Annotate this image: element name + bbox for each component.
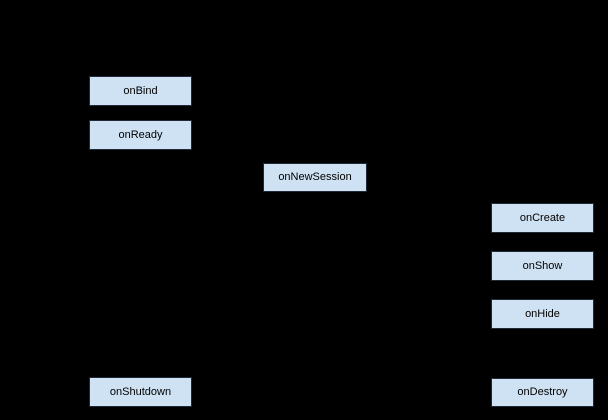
node-onready: onReady [89,120,192,150]
node-ondestroy: onDestroy [491,378,594,407]
node-onshutdown: onShutdown [89,377,192,407]
node-onbind: onBind [89,76,192,106]
node-onshutdown-label: onShutdown [109,385,172,398]
node-onhide-label: onHide [525,307,560,320]
node-ondestroy-label: onDestroy [517,386,568,398]
node-oncreate: onCreate [491,203,594,233]
node-onready-label: onReady [118,128,163,141]
node-onnewsession-label: onNewSession [278,171,352,183]
node-onhide: onHide [491,299,594,329]
node-onshow: onShow [491,251,594,281]
node-onshow-label: onShow [522,259,563,272]
node-onbind-label: onBind [123,84,158,97]
node-onnewsession: onNewSession [263,163,367,192]
node-oncreate-label: onCreate [519,211,566,224]
